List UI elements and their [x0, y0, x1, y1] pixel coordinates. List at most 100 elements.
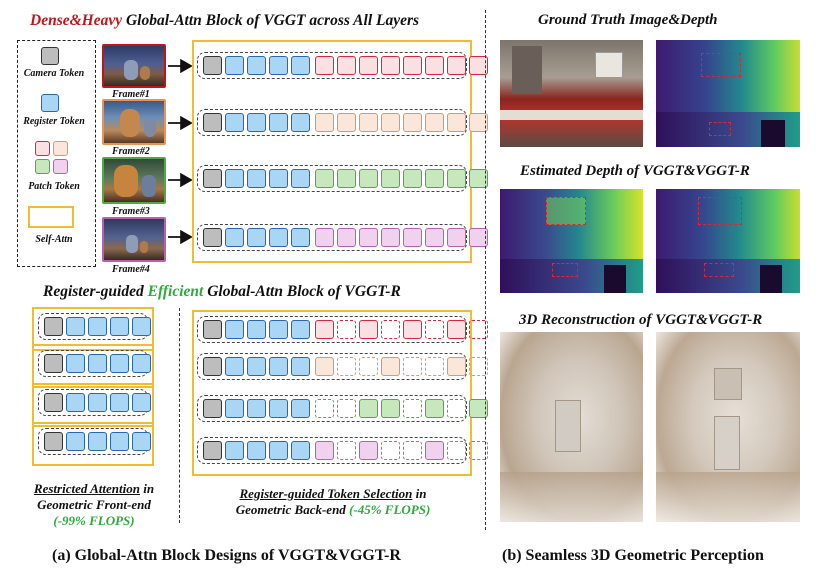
camera-token: [44, 393, 63, 412]
register-token: [247, 441, 266, 460]
patch-token: [447, 357, 466, 376]
dropped-patch-token: [469, 357, 488, 376]
frame-label-3: Frame#3: [112, 206, 150, 217]
patch-token: [469, 399, 488, 418]
mid-title-rest: Global-Attn Block of VGGT-R: [203, 283, 401, 300]
gt-title: Ground Truth Image&Depth: [538, 12, 718, 28]
restricted-attn-block: [32, 383, 154, 427]
register-token: [225, 357, 244, 376]
register-token: [291, 320, 310, 339]
register-token: [247, 169, 266, 188]
backend-flops: (-45% FLOPS): [349, 502, 431, 517]
register-token: [225, 399, 244, 418]
patch-token: [359, 169, 378, 188]
legend-selfattn-swatch: [28, 206, 74, 228]
camera-token: [203, 56, 222, 75]
patch-token: [315, 320, 334, 339]
gt-rgb-image: [500, 40, 643, 147]
token-sequence: [197, 224, 467, 251]
vggt-depth-estimate: [500, 189, 643, 293]
patch-token: [403, 228, 422, 247]
register-token: [66, 432, 85, 451]
dropped-patch-token: [315, 399, 334, 418]
legend-camera-swatch: [41, 47, 59, 65]
legend-register-swatch: [41, 94, 59, 112]
patch-token: [381, 56, 400, 75]
register-token: [291, 169, 310, 188]
register-token: [110, 317, 129, 336]
patch-token: [425, 228, 444, 247]
dropped-patch-token: [469, 441, 488, 460]
register-token: [88, 354, 107, 373]
dense-global-attn-block: [192, 40, 472, 263]
camera-token: [44, 432, 63, 451]
register-token: [225, 441, 244, 460]
patch-token: [381, 113, 400, 132]
register-token: [132, 354, 151, 373]
patch-token: [381, 169, 400, 188]
dropped-patch-token: [337, 441, 356, 460]
register-token: [225, 320, 244, 339]
patch-token: [447, 56, 466, 75]
patch-token: [403, 113, 422, 132]
patch-token: [425, 441, 444, 460]
dropped-patch-token: [381, 320, 400, 339]
patch-token: [381, 228, 400, 247]
patch-token: [337, 56, 356, 75]
register-token: [269, 113, 288, 132]
mid-block-title: Register-guided Efficient Global-Attn Bl…: [43, 283, 401, 301]
dropped-patch-token: [337, 320, 356, 339]
patch-token: [425, 399, 444, 418]
recon-title: 3D Reconstruction of VGGT&VGGT-R: [519, 312, 763, 328]
dropped-patch-token: [381, 441, 400, 460]
patch-token: [337, 169, 356, 188]
efficient-highlight: Efficient: [147, 283, 204, 300]
restricted-attn-block: [32, 344, 154, 388]
patch-token: [359, 56, 378, 75]
dropped-patch-token: [447, 399, 466, 418]
frame-thumbnail-3: [102, 157, 166, 204]
frame-label-1: Frame#1: [112, 89, 150, 100]
register-token: [247, 113, 266, 132]
patch-token: [337, 113, 356, 132]
register-token: [291, 399, 310, 418]
gt-depth-map: [656, 40, 800, 147]
legend-patch-label: Patch Token: [28, 181, 80, 192]
top-block-title: Dense&Heavy Global-Attn Block of VGGT ac…: [30, 12, 419, 30]
dropped-patch-token: [403, 357, 422, 376]
patch-token: [425, 56, 444, 75]
patch-token: [447, 113, 466, 132]
register-token: [66, 317, 85, 336]
vggt-3d-reconstruction: [500, 332, 643, 522]
panel-divider: [485, 10, 486, 530]
patch-token: [359, 399, 378, 418]
frontend-flops: (-99% FLOPS): [53, 513, 135, 528]
register-token: [110, 354, 129, 373]
frame-label-4: Frame#4: [112, 264, 150, 275]
legend-register-label: Register Token: [23, 116, 85, 127]
token-sequence: [197, 437, 467, 464]
register-token: [291, 441, 310, 460]
register-token: [88, 393, 107, 412]
patch-token: [315, 228, 334, 247]
register-token: [247, 399, 266, 418]
register-token: [269, 441, 288, 460]
right-panel-caption: (b) Seamless 3D Geometric Perception: [502, 547, 764, 564]
patch-token: [403, 320, 422, 339]
dropped-patch-token: [403, 441, 422, 460]
patch-token: [381, 357, 400, 376]
camera-token: [44, 317, 63, 336]
register-token: [247, 56, 266, 75]
dropped-patch-token: [403, 399, 422, 418]
section-divider: [179, 308, 180, 523]
token-legend: [17, 40, 96, 267]
patch-token: [315, 113, 334, 132]
patch-token: [469, 228, 488, 247]
patch-token: [447, 169, 466, 188]
camera-token: [203, 228, 222, 247]
dropped-patch-token: [337, 399, 356, 418]
patch-token: [315, 169, 334, 188]
patch-token: [403, 169, 422, 188]
register-token: [225, 113, 244, 132]
register-token: [269, 169, 288, 188]
